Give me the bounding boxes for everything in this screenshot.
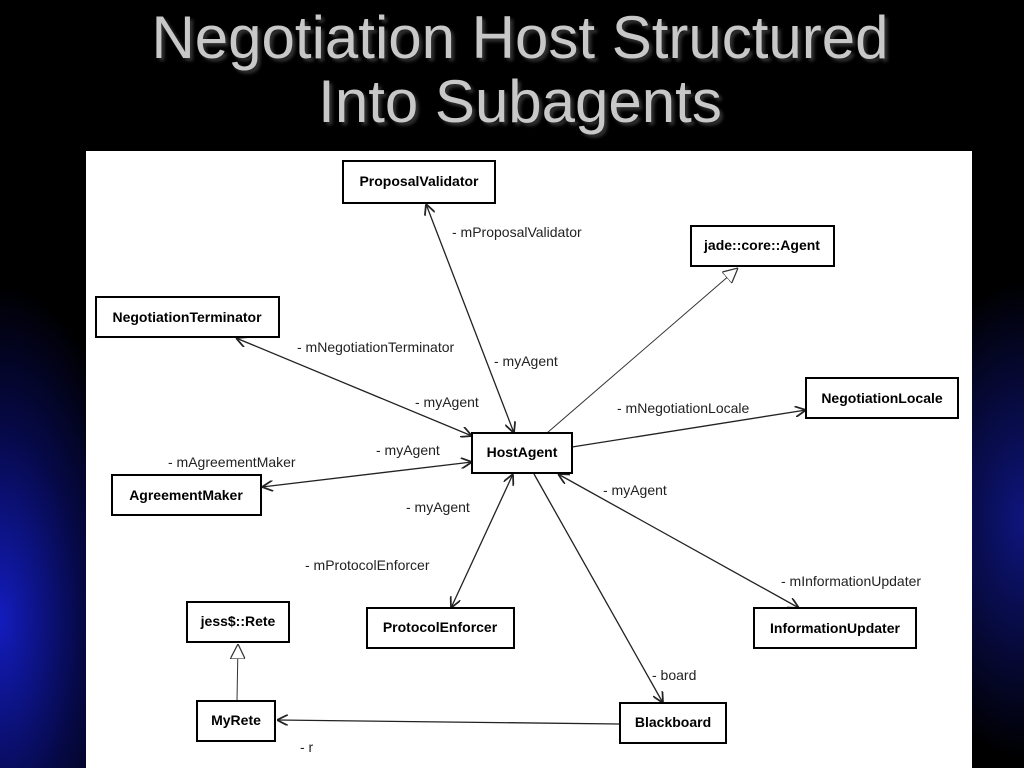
slide-title: Negotiation Host Structured Into Subagen… <box>0 6 1024 134</box>
role-my-agent-agreement-maker: - myAgent <box>376 442 440 458</box>
class-name: ProposalValidator <box>359 173 479 189</box>
role-m-protocol-enforcer: - mProtocolEnforcer <box>305 557 430 573</box>
inherit-host-jadeagent <box>546 268 738 434</box>
class-negotiation-locale[interactable]: NegotiationLocale <box>805 377 959 419</box>
link-host-blackboard <box>533 473 663 703</box>
link-blackboard-myrete <box>277 720 620 724</box>
relationships <box>236 204 806 724</box>
role-my-agent-proposal-validator: - myAgent <box>494 353 558 369</box>
class-my-rete[interactable]: MyRete <box>196 700 276 742</box>
class-information-updater[interactable]: InformationUpdater <box>753 607 917 649</box>
class-jess-rete[interactable]: jess$::Rete <box>186 601 290 643</box>
link-host-negotiationlocale <box>571 410 806 448</box>
title-line-1: Negotiation Host Structured <box>151 4 889 71</box>
link-host-protocolenforcer <box>451 474 513 608</box>
link-host-negotiationterminator <box>236 338 472 436</box>
role-m-negotiation-locale: - mNegotiationLocale <box>617 400 750 416</box>
class-name: HostAgent <box>487 444 558 460</box>
class-blackboard[interactable]: Blackboard <box>619 702 727 744</box>
role-my-agent-information-updater: - myAgent <box>603 482 667 498</box>
role-m-agreement-maker: - mAgreementMaker <box>168 454 296 470</box>
class-name: jade::core::Agent <box>703 237 820 253</box>
link-host-agreementmaker <box>262 462 472 487</box>
class-name: AgreementMaker <box>129 487 243 503</box>
role-m-negotiation-terminator: - mNegotiationTerminator <box>297 339 455 355</box>
class-name: MyRete <box>211 712 261 728</box>
class-name: NegotiationLocale <box>821 390 943 406</box>
class-negotiation-terminator[interactable]: NegotiationTerminator <box>95 296 280 338</box>
role-my-agent-negotiation-terminator: - myAgent <box>415 394 479 410</box>
class-name: NegotiationTerminator <box>112 309 262 325</box>
class-host-agent[interactable]: HostAgent <box>471 432 573 474</box>
class-protocol-enforcer[interactable]: ProtocolEnforcer <box>366 607 515 649</box>
class-name: ProtocolEnforcer <box>383 619 498 635</box>
role-board: - board <box>652 667 696 683</box>
link-host-informationupdater <box>558 474 799 608</box>
link-host-proposalvalidator <box>426 204 514 433</box>
class-name: InformationUpdater <box>770 620 900 636</box>
role-my-agent-protocol-enforcer: - myAgent <box>406 499 470 515</box>
role-labels: - mProposalValidator - myAgent - mNegoti… <box>168 224 921 755</box>
role-m-information-updater: - mInformationUpdater <box>781 573 921 589</box>
class-name: jess$::Rete <box>200 613 276 629</box>
title-line-2: Into Subagents <box>318 68 722 135</box>
inherit-myrete-jessrete <box>237 644 238 702</box>
role-m-proposal-validator: - mProposalValidator <box>452 224 582 240</box>
class-proposal-validator[interactable]: ProposalValidator <box>342 160 496 204</box>
class-jade-agent[interactable]: jade::core::Agent <box>690 225 835 267</box>
class-name: Blackboard <box>635 714 711 730</box>
role-r: - r <box>300 739 314 755</box>
class-agreement-maker[interactable]: AgreementMaker <box>111 474 262 516</box>
